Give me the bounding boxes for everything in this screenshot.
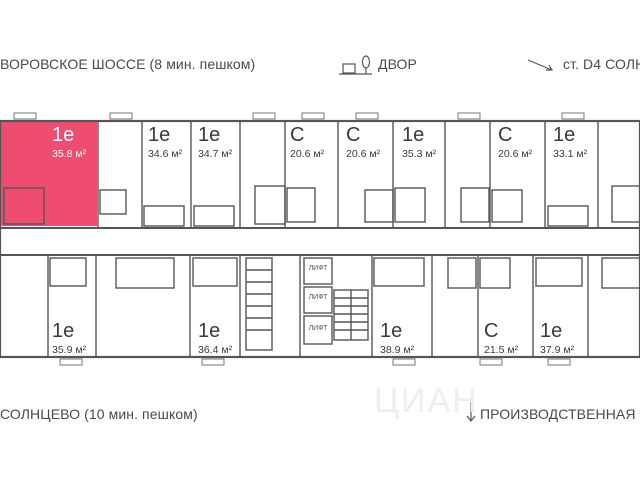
apartment-area: 20.6 м² [498, 148, 533, 160]
apartment-area: 35.9 м² [52, 344, 87, 356]
apartment-type[interactable]: 1e [540, 320, 563, 342]
apartment-type[interactable]: 1e [380, 320, 403, 342]
arrow-icon [466, 59, 554, 422]
apartment-type[interactable]: 1e [148, 124, 171, 146]
apartment-type[interactable]: 1e [553, 124, 576, 146]
apartment-area: 33.1 м² [553, 148, 588, 160]
apartment-area: 35.8 м² [52, 148, 87, 160]
apartment-area: 21.5 м² [484, 344, 519, 356]
label-bottom-left: СОЛНЦЕВО (10 мин. пешком) [0, 406, 198, 422]
apartment-area: 36.4 м² [198, 344, 233, 356]
apartment-type[interactable]: 1e [402, 124, 425, 146]
highlighted-apartment[interactable] [0, 122, 97, 226]
apartment-type[interactable]: С [484, 320, 499, 342]
courtyard-icon [339, 55, 372, 75]
apartment-type[interactable]: С [290, 124, 305, 146]
apartment-type[interactable]: 1e [52, 320, 75, 342]
label-top-left: ВОРОВСКОЕ ШОССЕ (8 мин. пешком) [0, 56, 256, 72]
lift-label: ЛИФТ [308, 294, 328, 301]
watermark: ЦИАН [374, 382, 479, 420]
apartment-type[interactable]: 1e [52, 124, 75, 146]
apartment-area: 34.6 м² [148, 148, 183, 160]
apartment-area: 20.6 м² [346, 148, 381, 160]
apartment-type[interactable]: С [346, 124, 361, 146]
lift-label: ЛИФТ [308, 265, 328, 272]
apartment-area: 35.3 м² [402, 148, 437, 160]
apartment-type[interactable]: С [498, 124, 513, 146]
apartment-area: 37.9 м² [540, 344, 575, 356]
label-top-right: ст. D4 СОЛНЦ [563, 56, 640, 72]
label-bottom-right: ПРОИЗВОДСТВЕННАЯ [480, 406, 636, 422]
lift-label: ЛИФТ [308, 325, 328, 332]
apartment-area: 20.6 м² [290, 148, 325, 160]
apartment-area: 38.9 м² [380, 344, 415, 356]
apartment-type[interactable]: 1e [198, 124, 221, 146]
apartment-type[interactable]: 1e [198, 320, 221, 342]
label-courtyard: ДВОР [378, 56, 417, 72]
apartment-area: 34.7 м² [198, 148, 233, 160]
